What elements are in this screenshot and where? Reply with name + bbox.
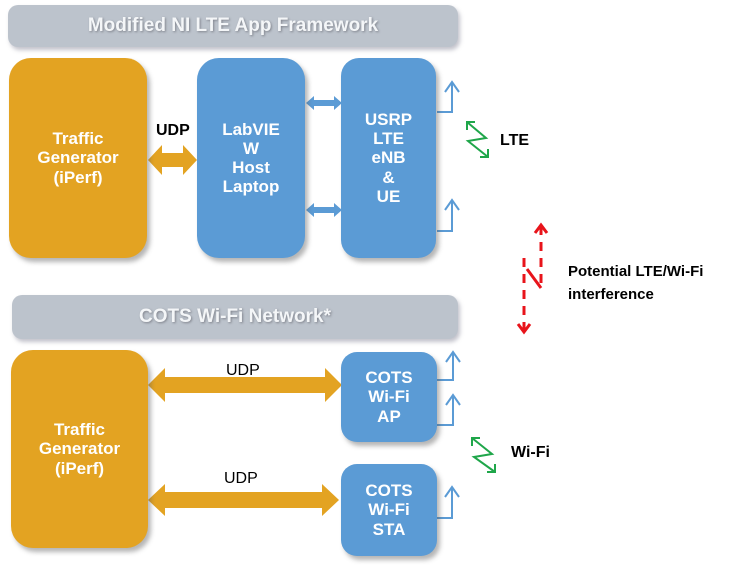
wifi-network-banner: COTS Wi-Fi Network* [12, 295, 458, 339]
antenna-icon-sta [437, 485, 460, 519]
lte-radio-link-icon [465, 121, 489, 158]
labview-host-laptop-box: LabVIE W Host Laptop [197, 58, 305, 258]
host-usrp-arrow-top [306, 96, 342, 110]
cots-wifi-sta-box: COTS Wi-Fi STA [341, 464, 437, 556]
usrp-lte-label: USRP LTE eNB & UE [364, 110, 413, 206]
wifi-udp-label-ap: UDP [226, 362, 260, 379]
lte-traffic-generator-box: Traffic Generator (iPerf) [9, 58, 147, 258]
lte-framework-title: Modified NI LTE App Framework [87, 15, 379, 36]
antenna-icon-lte-bottom [437, 198, 460, 232]
udp-arrow-sta [148, 484, 339, 516]
cots-wifi-ap-label: COTS Wi-Fi AP [365, 368, 413, 426]
antenna-icon-ap-top [437, 350, 461, 381]
cots-wifi-sta-label: COTS Wi-Fi STA [365, 481, 413, 539]
lte-framework-banner: Modified NI LTE App Framework [8, 5, 458, 47]
lte-radio-label: LTE [500, 132, 530, 149]
antenna-icon-ap-bottom [437, 393, 461, 426]
host-usrp-arrow-bottom [306, 203, 342, 217]
antenna-icon-lte-top [437, 80, 460, 113]
udp-arrow-ap [148, 368, 342, 402]
cots-wifi-ap-box: COTS Wi-Fi AP [341, 352, 437, 442]
udp-arrow-lte [148, 145, 197, 175]
wifi-traffic-generator-box: Traffic Generator (iPerf) [11, 350, 148, 548]
wifi-radio-link-icon [471, 437, 496, 473]
labview-host-laptop-label: LabVIE W Host Laptop [222, 119, 280, 197]
interference-label-line1: Potential LTE/Wi-Fi [568, 263, 704, 280]
wifi-udp-label-sta: UDP [224, 470, 258, 487]
wifi-traffic-generator-label: Traffic Generator (iPerf) [38, 420, 121, 478]
interference-label: Potential LTE/Wi-Fi interference [568, 260, 703, 306]
wifi-radio-label: Wi-Fi [511, 444, 550, 461]
lte-udp-label: UDP [156, 122, 190, 139]
interference-label-line2: interference [568, 286, 654, 303]
wifi-network-title: COTS Wi-Fi Network* [139, 306, 331, 327]
lte-traffic-generator-label: Traffic Generator (iPerf) [37, 129, 119, 187]
interference-icon [516, 222, 549, 335]
usrp-lte-box: USRP LTE eNB & UE [341, 58, 436, 258]
